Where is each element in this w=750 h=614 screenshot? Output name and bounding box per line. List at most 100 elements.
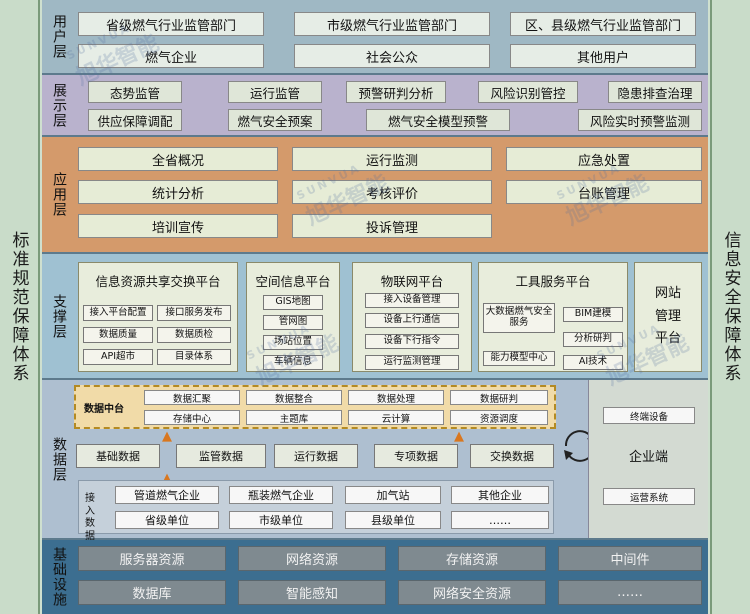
info-exchange-platform: 信息资源共享交换平台 接入平台配置 接口服务发布 数据质量 数据质检 API超市… [78, 262, 238, 372]
infrastructure-layer-label-wrap: 基础设施 [42, 540, 76, 614]
presentation-box: 隐患排查治理 [608, 81, 702, 103]
user-layer-label-wrap: 用户层 [42, 0, 76, 73]
presentation-box: 态势监管 [88, 81, 182, 103]
enterprise-item: 运营系统 [603, 488, 695, 505]
infrastructure-layer-label: 基础设施 [51, 547, 67, 607]
presentation-layer-label-wrap: 展示层 [42, 75, 76, 135]
application-box: 统计分析 [78, 180, 278, 204]
infrastructure-box: …… [558, 580, 702, 605]
panel-title: 空间信息平台 [255, 274, 331, 289]
data-category-box: 交换数据 [470, 444, 554, 468]
data-category-box: 运行数据 [274, 444, 358, 468]
application-box: 台账管理 [506, 180, 702, 204]
access-item: 省级单位 [115, 511, 219, 529]
application-layer: 应用层 全省概况 统计分析 培训宣传 运行监测 考核评价 投诉管理 应急处置 台… [42, 137, 708, 254]
user-box: 社会公众 [294, 44, 490, 68]
presentation-layer: 展示层 态势监管 运行监管 预警研判分析 风险识别管控 隐患排查治理 供应保障调… [42, 75, 708, 137]
user-box: 燃气企业 [78, 44, 264, 68]
platform-item: 目录体系 [157, 349, 231, 365]
platform-item: BIM建模 [563, 307, 623, 322]
platform-item: 接入平台配置 [83, 305, 153, 321]
user-box: 区、县级燃气行业监管部门 [510, 12, 696, 36]
platform-item: 数据质量 [83, 327, 153, 343]
user-layer: 用户层 省级燃气行业监管部门 市级燃气行业监管部门 区、县级燃气行业监管部门 燃… [42, 0, 708, 75]
platform-item: 主题库 [246, 410, 342, 425]
arrow-up-icon: ▲ [162, 471, 172, 486]
infrastructure-layer: 基础设施 服务器资源 网络资源 存储资源 中间件 数据库 智能感知 网络安全资源… [42, 540, 708, 614]
access-item: …… [451, 511, 549, 529]
platform-item: 云计算 [348, 410, 444, 425]
platform-item: 大数据燃气安全服务 [483, 303, 555, 333]
presentation-box: 供应保障调配 [88, 109, 182, 131]
application-box: 培训宣传 [78, 214, 278, 238]
arrow-up-icon: ▲ [162, 429, 172, 444]
platform-item: 能力模型中心 [483, 351, 555, 366]
platform-item: 数据整合 [246, 390, 342, 405]
user-layer-label: 用户层 [51, 14, 67, 59]
application-box: 运行监测 [292, 147, 492, 171]
presentation-box: 风险识别管控 [478, 81, 578, 103]
arrow-up-icon: ▲ [454, 429, 464, 444]
presentation-box: 燃气安全预案 [228, 109, 322, 131]
infrastructure-box: 服务器资源 [78, 546, 226, 571]
platform-item: 数据处理 [348, 390, 444, 405]
application-layer-label: 应用层 [51, 172, 67, 217]
security-system-label: 信息安全保障体系 [720, 231, 741, 383]
platform-item: AI技术 [563, 355, 623, 370]
data-layer: 数据层 数据中台 数据汇聚 数据整合 数据处理 数据研判 存储中心 主题库 云计… [42, 380, 708, 542]
presentation-box: 燃气安全模型预警 [366, 109, 510, 131]
data-middle-platform-title: 数据中台 [84, 404, 124, 415]
application-box: 全省概况 [78, 147, 278, 171]
support-layer-label-wrap: 支撑层 [42, 254, 76, 378]
website-platform-title: 网站管理平台 [654, 285, 681, 347]
standards-system-column: 标准规范保障体系 [0, 0, 40, 614]
security-system-column: 信息安全保障体系 [710, 0, 750, 614]
application-box: 投诉管理 [292, 214, 492, 238]
panel-title: 信息资源共享交换平台 [95, 274, 221, 289]
spatial-info-platform: 空间信息平台 GIS地图 管网图 场站位置 车辆信息 [246, 262, 340, 372]
access-item: 瓶装燃气企业 [229, 486, 333, 504]
access-item: 加气站 [345, 486, 441, 504]
application-layer-label-wrap: 应用层 [42, 137, 76, 252]
user-box: 其他用户 [510, 44, 696, 68]
support-layer-label: 支撑层 [51, 293, 67, 339]
access-item: 管道燃气企业 [115, 486, 219, 504]
platform-item: 车辆信息 [263, 355, 323, 370]
platform-item: 场站位置 [263, 335, 323, 350]
infrastructure-box: 存储资源 [398, 546, 546, 571]
presentation-box: 运行监管 [228, 81, 322, 103]
infrastructure-box: 中间件 [558, 546, 702, 571]
platform-item: 设备上行通信 [365, 313, 459, 328]
presentation-box: 预警研判分析 [346, 81, 446, 103]
infrastructure-box: 智能感知 [238, 580, 386, 605]
user-box: 市级燃气行业监管部门 [294, 12, 490, 36]
presentation-layer-label: 展示层 [51, 82, 67, 128]
platform-item: 接入设备管理 [365, 293, 459, 308]
user-box: 省级燃气行业监管部门 [78, 12, 264, 36]
presentation-box: 风险实时预警监测 [578, 109, 702, 131]
access-data-label: 接入数据 [85, 493, 95, 542]
platform-item: 资源调度 [450, 410, 548, 425]
data-category-box: 基础数据 [76, 444, 160, 468]
platform-item: 接口服务发布 [157, 305, 231, 321]
iot-platform: 物联网平台 接入设备管理 设备上行通信 设备下行指令 运行监测管理 [352, 262, 472, 372]
access-item: 市级单位 [229, 511, 333, 529]
platform-item: 设备下行指令 [365, 334, 459, 349]
enterprise-end: 终端设备 企业端 运营系统 [588, 380, 708, 538]
data-category-box: 专项数据 [374, 444, 458, 468]
platform-item: 分析研判 [563, 332, 623, 347]
standards-system-label: 标准规范保障体系 [8, 231, 29, 383]
panel-title: 工具服务平台 [515, 274, 591, 289]
tool-service-platform: 工具服务平台 大数据燃气安全服务 BIM建模 分析研判 能力模型中心 AI技术 [478, 262, 628, 372]
application-box: 应急处置 [506, 147, 702, 171]
application-box: 考核评价 [292, 180, 492, 204]
platform-item: 数据质检 [157, 327, 231, 343]
access-data-group: 接入数据 管道燃气企业 瓶装燃气企业 加气站 其他企业 省级单位 市级单位 县级… [78, 480, 554, 542]
infrastructure-box: 数据库 [78, 580, 226, 605]
platform-item: 存储中心 [144, 410, 240, 425]
platform-item: GIS地图 [263, 295, 323, 310]
infrastructure-box: 网络安全资源 [398, 580, 546, 605]
infrastructure-box: 网络资源 [238, 546, 386, 571]
platform-item: API超市 [83, 349, 153, 365]
